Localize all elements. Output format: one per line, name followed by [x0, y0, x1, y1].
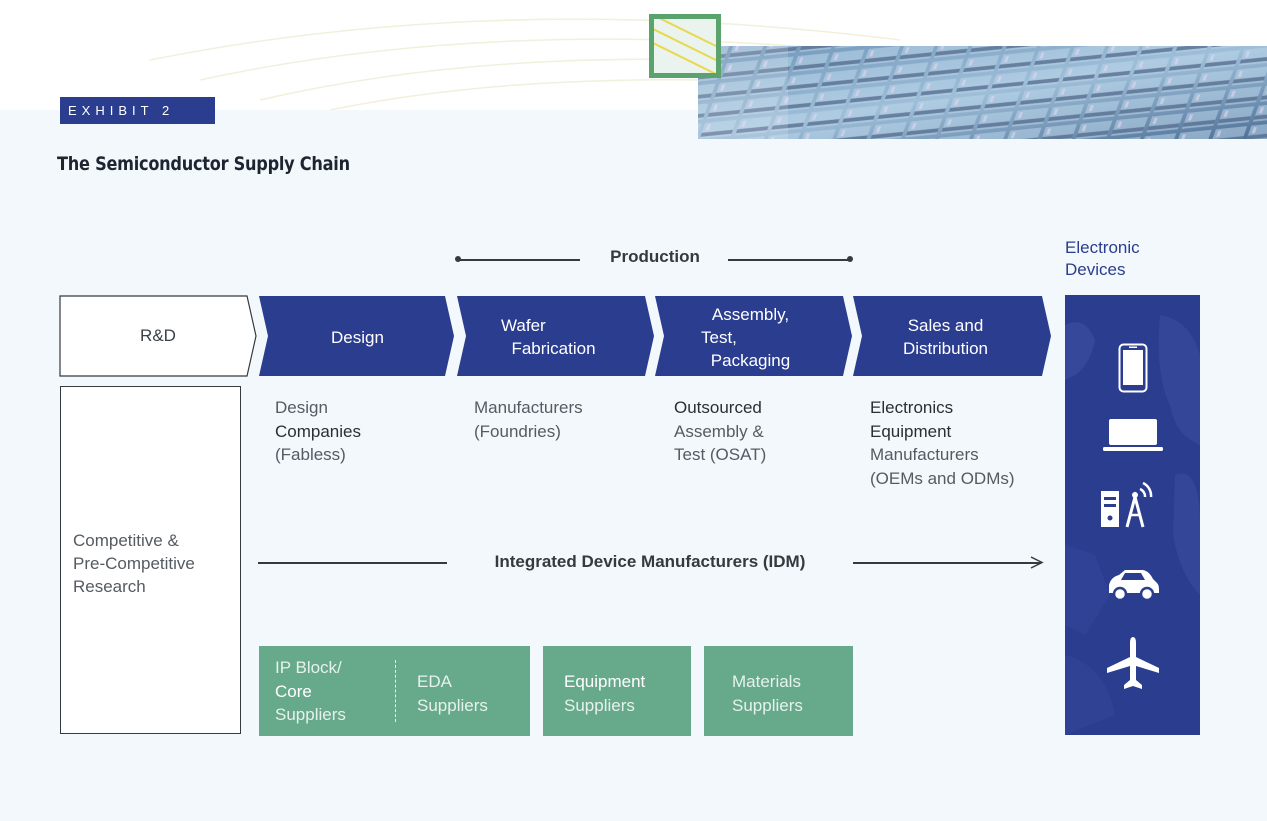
design-description-line2: Companies	[275, 421, 361, 441]
wafer-stage-line2: Fabrication	[511, 339, 596, 358]
sales-description-line1: Electronics	[870, 398, 954, 417]
assembly-stage-line3: Packaging	[710, 350, 791, 370]
assembly-chevron	[655, 296, 852, 376]
idm-label: Integrated Device Manufacturers (IDM)	[494, 552, 806, 571]
wafer-description-line1: Manufacturers	[474, 398, 583, 417]
design-stage-text: Design	[331, 327, 384, 347]
ip-core-line2: Core	[275, 681, 312, 701]
idm-line-left	[258, 562, 447, 564]
assembly-description-line1: Outsourced	[674, 398, 762, 417]
equipment-line1: Equipment	[564, 672, 646, 691]
wafer-chevron	[457, 296, 654, 376]
sales-stage-line2: Distribution	[902, 339, 989, 358]
wafer-description: Manufacturers (Foundries)	[474, 396, 583, 443]
eda-line1: EDA	[417, 672, 452, 691]
sales-description: Electronics Equipment Manufacturers (OEM…	[870, 396, 1015, 490]
assembly-description: Outsourced Assembly & Test (OSAT)	[674, 396, 766, 467]
airplane-icon	[1107, 637, 1159, 689]
materials-suppliers-label: Materials Suppliers	[732, 670, 803, 717]
logo-mark	[649, 14, 721, 78]
logo-stripes	[654, 19, 716, 73]
equipment-suppliers-label: Equipment Suppliers	[564, 670, 645, 717]
materials-suppliers-box	[704, 646, 853, 736]
sales-description-line2: Equipment	[870, 421, 952, 441]
production-label: Production	[610, 247, 700, 266]
exhibit-badge: EXHIBIT 2	[60, 97, 215, 124]
ip-core-line1: IP Block/	[275, 658, 342, 677]
production-bracket-line-left	[458, 259, 580, 261]
idm-line-right	[853, 562, 1041, 564]
car-icon	[1109, 570, 1159, 602]
eda-suppliers-label: EDA Suppliers	[417, 670, 488, 717]
electronic-devices-title-line1: Electronic	[1065, 238, 1140, 257]
assembly-stage-line2: Test,	[701, 327, 737, 347]
research-label: Competitive & Pre-Competitive Research	[73, 529, 195, 598]
design-description-line3: (Fabless)	[275, 445, 346, 464]
electronic-devices-panel	[1065, 295, 1200, 735]
electronic-devices-title: Electronic Devices	[1065, 237, 1140, 281]
sales-stage-label: Sales and Distribution	[858, 296, 1033, 378]
production-bracket-end-dot	[847, 256, 853, 262]
assembly-description-line3: Test (OSAT)	[674, 445, 767, 464]
sales-description-line4: (OEMs and ODMs)	[870, 468, 1015, 488]
assembly-description-line2: Assembly &	[674, 421, 764, 441]
equipment-suppliers-box	[543, 646, 691, 736]
design-description-line1: Design	[275, 398, 328, 417]
materials-line1: Materials	[732, 672, 801, 691]
wafer-description-line2: (Foundries)	[474, 421, 561, 441]
wafer-stage-line1: Wafer	[501, 316, 546, 335]
smartphone-icon	[1118, 343, 1148, 393]
rd-chevron	[59, 295, 257, 377]
equipment-line2: Suppliers	[564, 695, 635, 715]
research-line3: Research	[73, 577, 146, 596]
design-stage-label: Design	[270, 296, 445, 378]
rd-label: R&D	[140, 326, 176, 345]
wafer-image	[698, 46, 1267, 139]
sales-chevron	[853, 296, 1051, 376]
eda-line2: Suppliers	[417, 695, 488, 715]
devices-map-texture	[1065, 315, 1200, 735]
production-bracket-line-right	[728, 259, 850, 261]
materials-line2: Suppliers	[732, 695, 803, 715]
sales-description-line3: Manufacturers	[870, 445, 979, 464]
laptop-icon	[1103, 419, 1163, 451]
idm-arrowhead	[1030, 556, 1044, 569]
ip-core-suppliers-label: IP Block/ Core Suppliers	[275, 656, 346, 727]
assembly-stage-line1: Assembly,	[711, 304, 790, 324]
electronic-devices-title-line2: Devices	[1065, 260, 1126, 279]
ip-core-line3: Suppliers	[275, 705, 346, 724]
research-line2: Pre-Competitive	[73, 554, 195, 573]
chevron-row	[59, 295, 1051, 377]
ip-eda-divider	[395, 660, 396, 722]
wafer-stage-label: Wafer Fabrication	[466, 296, 641, 378]
sales-stage-line1: Sales and	[907, 316, 984, 335]
server-antenna-icon	[1101, 481, 1153, 528]
design-chevron	[259, 296, 454, 376]
page-title: The Semiconductor Supply Chain	[57, 153, 350, 175]
research-line1: Competitive &	[73, 531, 179, 550]
assembly-stage-label: Assembly, Test, Packaging	[663, 296, 838, 378]
research-box	[60, 386, 241, 734]
ip-eda-suppliers-box	[259, 646, 530, 736]
design-description: Design Companies (Fabless)	[275, 396, 361, 467]
